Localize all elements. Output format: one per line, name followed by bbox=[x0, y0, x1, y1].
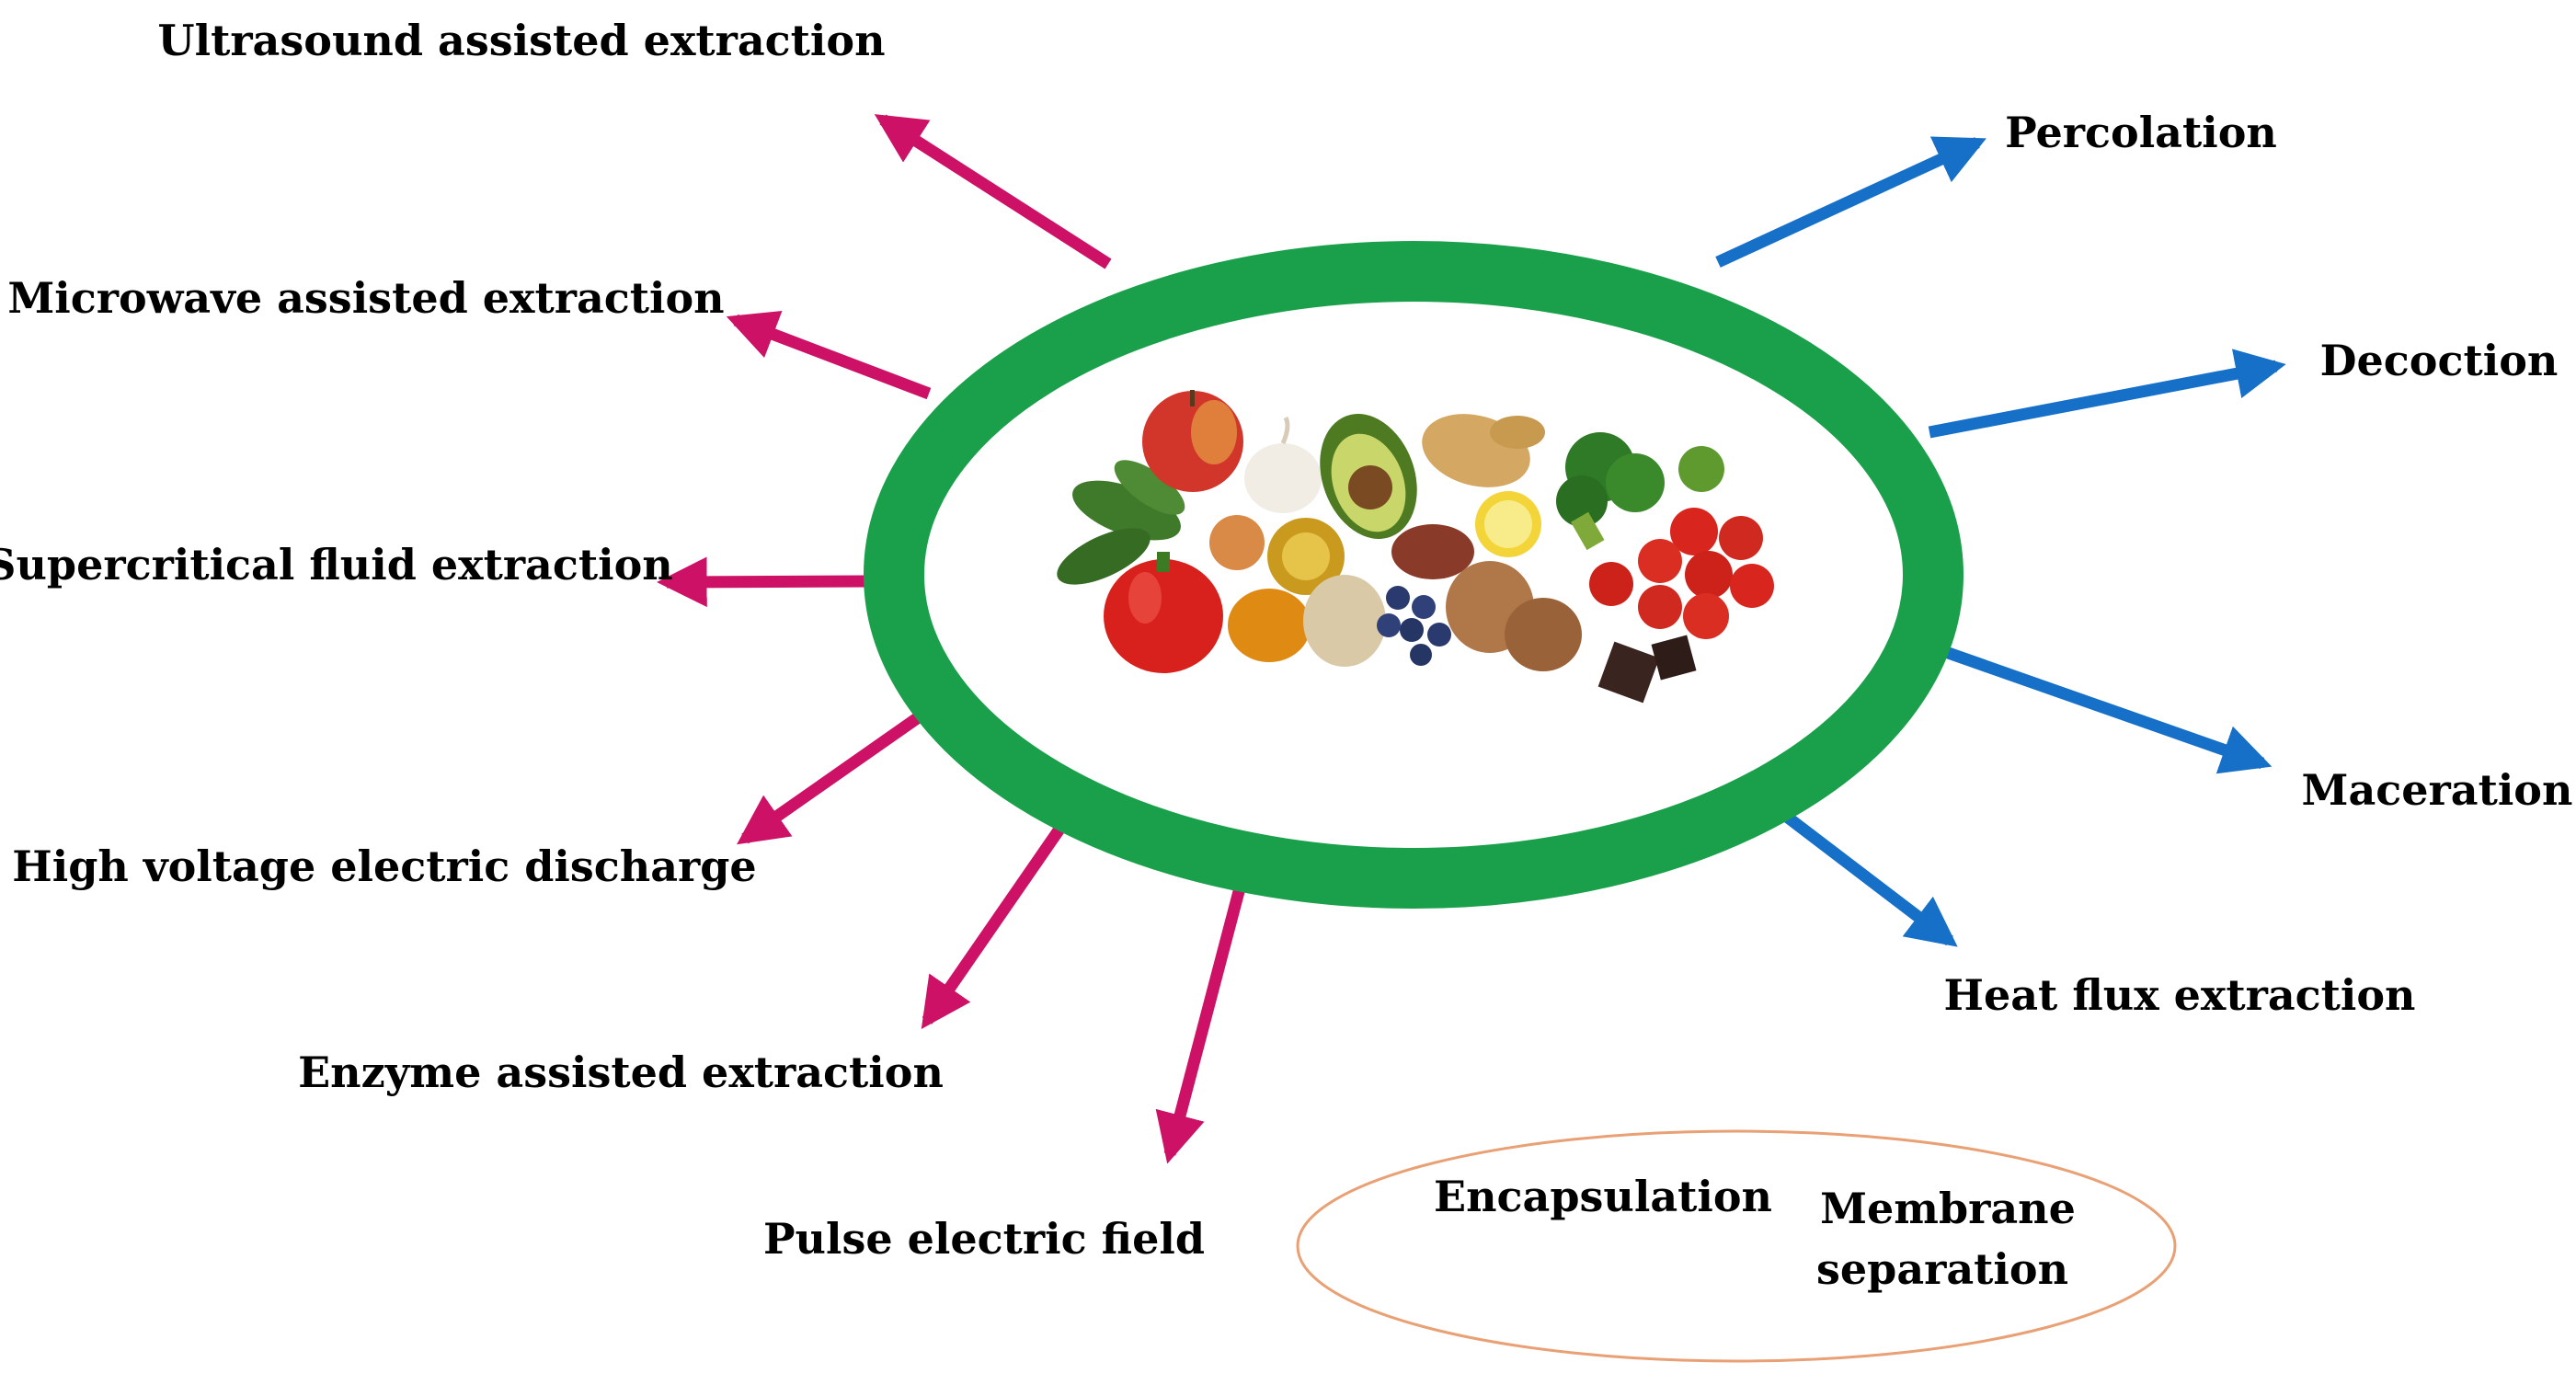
label-percolation: Percolation bbox=[2005, 108, 2277, 157]
label-encapsulation: Encapsulation bbox=[1434, 1172, 1772, 1221]
arrow-supercritical bbox=[657, 556, 870, 608]
label-supercritical-fluid-extraction: Supercritical fluid extraction bbox=[0, 540, 673, 589]
label-high-voltage-electric-discharge: High voltage electric discharge bbox=[12, 841, 756, 891]
label-maceration: Maceration bbox=[2302, 765, 2573, 815]
conventional-method-arrows bbox=[1715, 136, 2286, 947]
assorted-fruits-vegetables-nuts-icon bbox=[1057, 390, 1774, 704]
arrow-heat-flux bbox=[1776, 806, 1958, 947]
label-decoction: Decoction bbox=[2320, 336, 2559, 385]
label-heat-flux-extraction: Heat flux extraction bbox=[1944, 970, 2416, 1020]
label-pulse-electric-field: Pulse electric field bbox=[763, 1214, 1205, 1264]
arrow-pulse-electric bbox=[1155, 879, 1248, 1164]
label-separation: separation bbox=[1816, 1244, 2068, 1294]
arrow-enzyme bbox=[921, 815, 1072, 1029]
label-enzyme-assisted-extraction: Enzyme assisted extraction bbox=[298, 1047, 944, 1097]
modern-method-arrows bbox=[657, 114, 1248, 1164]
label-ultrasound-assisted-extraction: Ultrasound assisted extraction bbox=[157, 16, 885, 65]
arrow-maceration bbox=[1938, 644, 2273, 774]
label-microwave-assisted-extraction: Microwave assisted extraction bbox=[7, 273, 724, 323]
arrow-ultrasound bbox=[874, 114, 1112, 269]
label-membrane: Membrane bbox=[1820, 1184, 2076, 1233]
arrow-high-voltage bbox=[737, 704, 933, 845]
arrow-decoction bbox=[1928, 349, 2286, 439]
arrow-microwave bbox=[726, 311, 932, 400]
arrow-percolation bbox=[1715, 136, 1986, 268]
other-methods-ellipse bbox=[1296, 1129, 2177, 1363]
